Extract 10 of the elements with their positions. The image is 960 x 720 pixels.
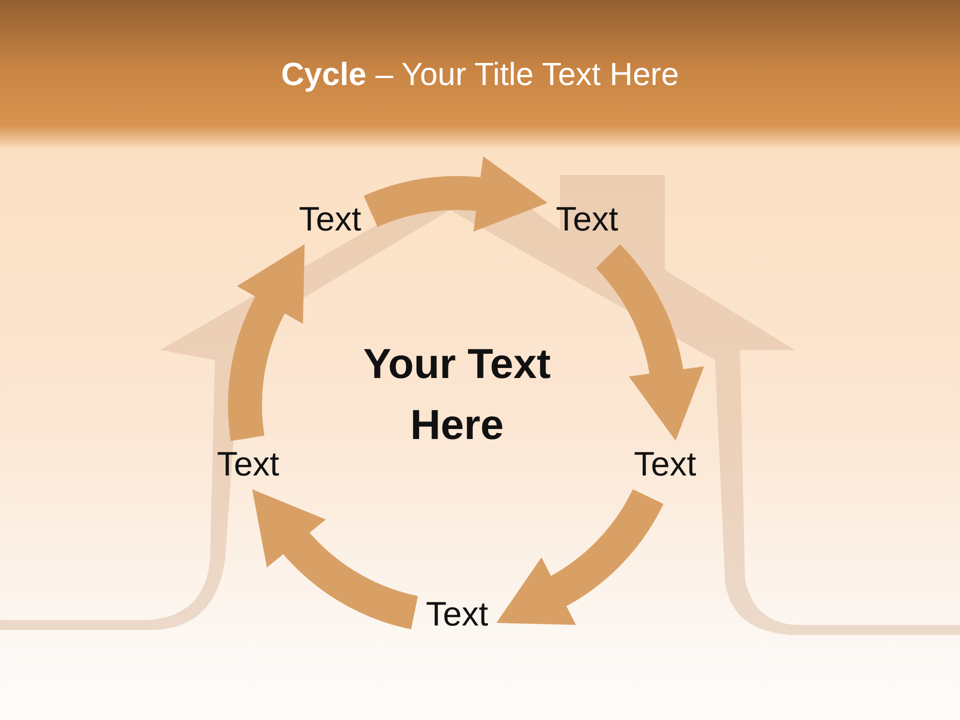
cycle-step-label: Text bbox=[556, 200, 618, 240]
cycle-step-label: Text bbox=[426, 596, 488, 634]
curved-arrow bbox=[228, 242, 304, 440]
title: Cycle – Your Title Text Here bbox=[280, 56, 680, 93]
cycle-step-label: Text bbox=[216, 446, 280, 484]
curved-arrow bbox=[498, 488, 664, 626]
curved-arrow bbox=[364, 156, 548, 232]
center-text: Your Text Here bbox=[362, 339, 552, 450]
cycle-step-label: Text bbox=[298, 200, 362, 240]
cycle-step-label: Text bbox=[634, 446, 696, 484]
